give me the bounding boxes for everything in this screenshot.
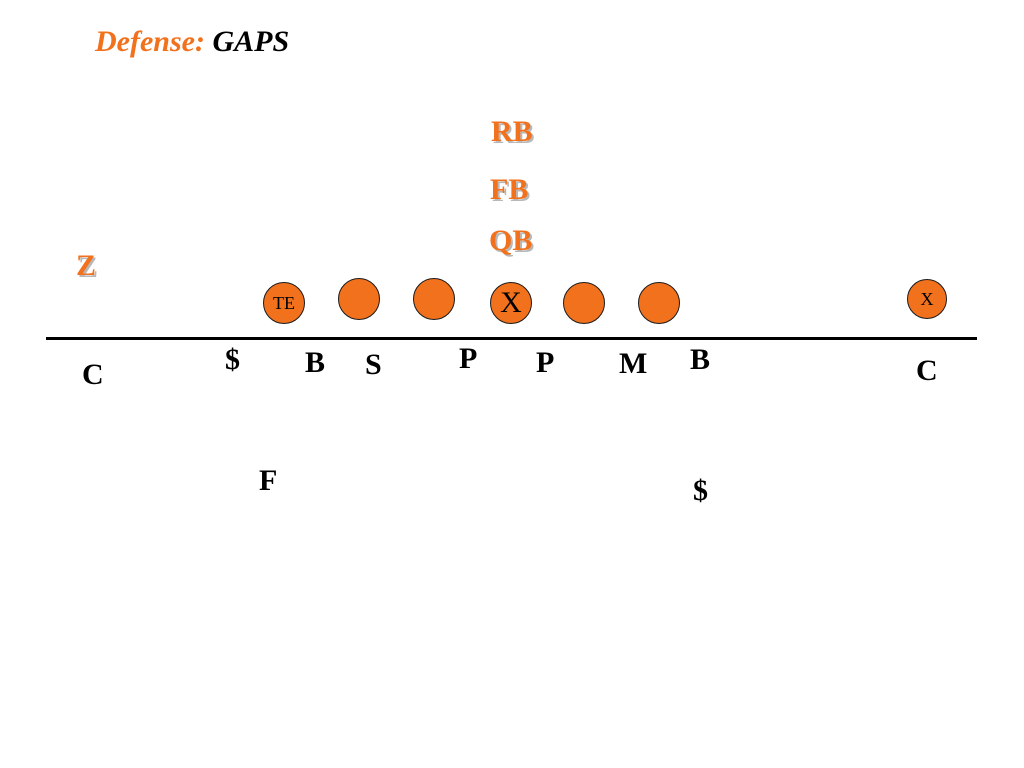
free-safety-label: F — [259, 464, 278, 497]
running-back-label: RB — [491, 115, 533, 148]
mike-label: M — [619, 347, 648, 380]
buck-label: B — [305, 346, 326, 379]
right-tackle-circle — [638, 282, 680, 324]
left-plug-label: P — [459, 342, 478, 375]
left-money-label: $ — [225, 343, 240, 376]
quarterback-label: QB — [489, 224, 533, 257]
right-guard-circle — [563, 282, 605, 324]
slide-title: Defense: GAPS — [95, 24, 289, 60]
x-receiver-label: X — [920, 288, 934, 309]
x-receiver-circle: X — [907, 279, 947, 319]
deep-money-label: $ — [693, 474, 708, 507]
left-corner-label: C — [82, 358, 104, 391]
sam-label: S — [365, 348, 382, 381]
fullback-label: FB — [490, 173, 529, 206]
center-label: X — [500, 286, 522, 319]
right-plug-label: P — [536, 346, 555, 379]
z-receiver-label: Z — [76, 249, 97, 282]
left-guard-circle — [413, 278, 455, 320]
bandit-label: B — [690, 343, 711, 376]
title-prefix: Defense: — [95, 25, 205, 58]
right-corner-label: C — [916, 354, 938, 387]
center-circle: X — [490, 282, 532, 324]
left-tackle-circle — [338, 278, 380, 320]
title-defense-name: GAPS — [212, 25, 290, 58]
line-of-scrimmage — [46, 337, 977, 340]
tight-end-label: TE — [273, 292, 295, 313]
tight-end-circle: TE — [263, 282, 305, 324]
